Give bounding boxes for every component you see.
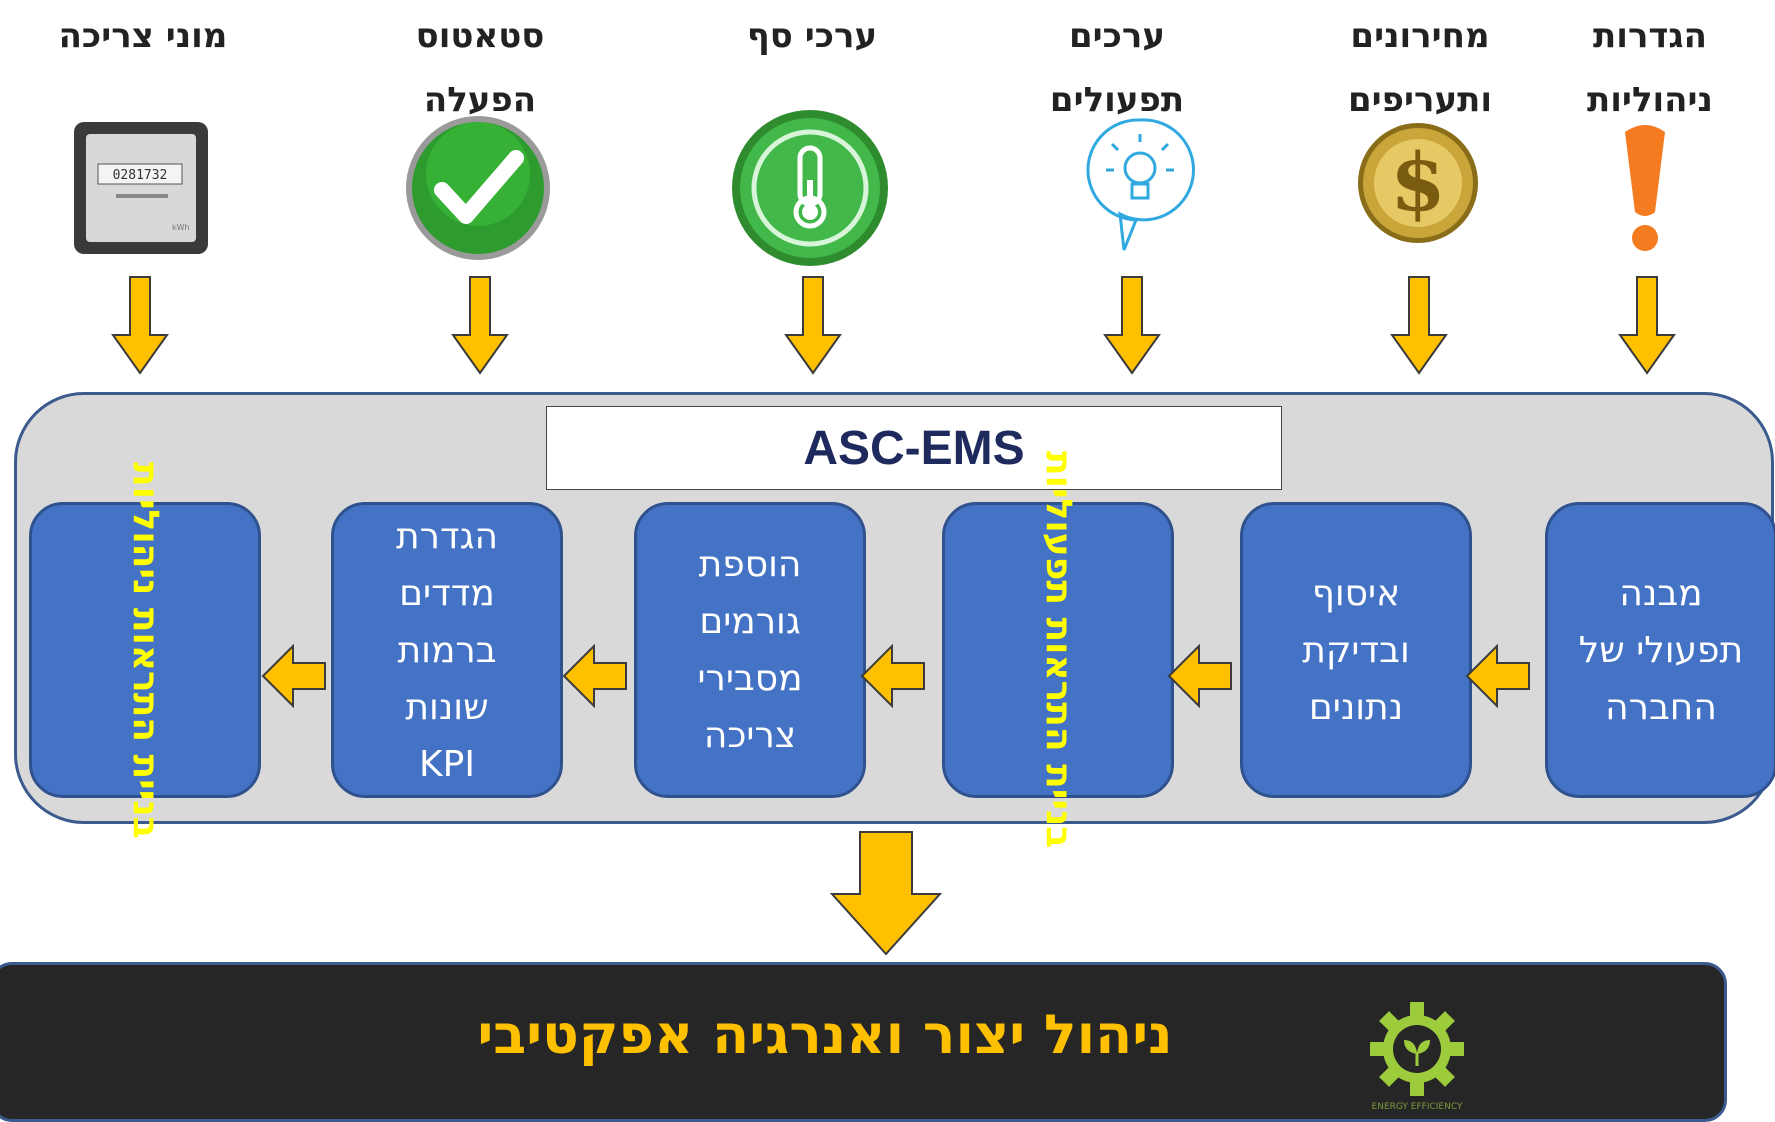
input-label-operation-status: סטאטוס הפעלה	[415, 16, 545, 120]
step-data-collection: איסוף ובדיקת נתונים	[1240, 502, 1472, 798]
input-label-threshold-values: ערכי סף	[746, 16, 878, 56]
step-label-emphasis: בניית התראות תפעוליות	[1038, 451, 1079, 849]
output-title: ניהול יצור ואנרגיה אפקטיבי	[477, 1003, 1173, 1066]
step-operational-alerts: בניית התראות תפעוליות	[942, 451, 1174, 849]
left-arrow-3	[860, 644, 925, 708]
down-arrow-3	[1103, 276, 1161, 375]
gear-leaf-logo-icon	[1370, 1002, 1464, 1096]
output-arrow	[830, 831, 942, 956]
input-label-management-settings: הגדרות ניהוליות	[1587, 16, 1713, 120]
input-label-prices-tariffs: מחירונים ותעריפים	[1347, 16, 1493, 120]
down-arrow-6	[111, 276, 169, 375]
step-label: הגדרת מדדים ברמות שונות KPI	[396, 515, 498, 785]
input-label-operational-values: ערכים תפעולים	[1049, 16, 1185, 120]
step-label: הוספת גורמים מסבירי צריכה	[697, 544, 803, 756]
step-label-emphasis: בניית התראות ניהוליות	[125, 461, 166, 839]
down-arrow-1	[1618, 276, 1676, 375]
checkmark-icon	[406, 116, 550, 260]
down-arrow-4	[784, 276, 842, 375]
svg-text:$: $	[1390, 135, 1446, 229]
meter-icon: 0281732 kWh	[74, 122, 208, 254]
dollar-coin-icon: $	[1358, 123, 1478, 243]
lightbulb-icon	[1086, 118, 1196, 251]
left-arrow-4	[562, 644, 627, 708]
svg-text:0281732: 0281732	[113, 168, 168, 183]
thermometer-icon	[732, 110, 888, 266]
input-label-consumption-meters: מוני צריכה	[58, 16, 228, 56]
exclamation-icon	[1625, 125, 1665, 251]
left-arrow-1	[1465, 644, 1530, 708]
logo-caption: ENERGY EFFICIENCY	[1371, 1102, 1463, 1112]
left-arrow-5	[261, 644, 326, 708]
platform-title: ASC-EMS	[546, 406, 1282, 490]
step-management-alerts: בניית התראות ניהוליות	[29, 462, 261, 838]
down-arrow-5	[451, 276, 509, 375]
step-label: מבנה תפעולי של החברה	[1578, 572, 1744, 728]
down-arrow-2	[1390, 276, 1448, 375]
step-company-structure: מבנה תפעולי של החברה	[1545, 502, 1775, 798]
left-arrow-2	[1167, 644, 1232, 708]
step-consumption-factors: הוספת גורמים מסבירי צריכה	[634, 502, 866, 798]
step-kpi-definition: הגדרת מדדים ברמות שונות KPI	[331, 502, 563, 798]
svg-text:kWh: kWh	[172, 223, 190, 232]
step-label: איסוף ובדיקת נתונים	[1302, 572, 1410, 728]
